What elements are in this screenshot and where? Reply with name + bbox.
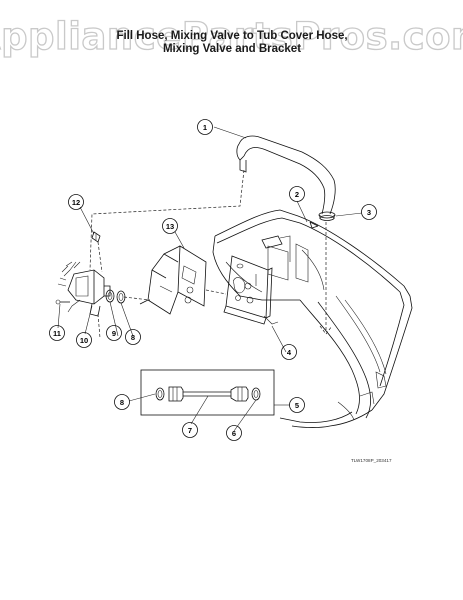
callout-13: 13 [162, 218, 178, 234]
callout-7-label: 7 [188, 426, 192, 435]
diagram-title-line-2: Mixing Valve and Bracket [163, 43, 301, 55]
diagram-title-line-1: Fill Hose, Mixing Valve to Tub Cover Hos… [116, 30, 347, 42]
grommet-drawing [318, 211, 336, 221]
callout-8-kit: 8 [114, 394, 130, 410]
callout-11: 11 [49, 325, 65, 341]
callout-8-valve: 8 [125, 329, 141, 345]
fill-hose-kit-box [140, 369, 275, 416]
callout-1: 1 [197, 119, 213, 135]
callout-5-label: 5 [295, 401, 299, 410]
callout-8-kit-label: 8 [120, 398, 124, 407]
callout-4: 4 [281, 344, 297, 360]
diagram-code: TLW1708P_203417 [351, 458, 392, 463]
tub-fill-hose-drawing [236, 135, 336, 215]
callout-3-label: 3 [367, 208, 371, 217]
valve-washers-drawing [105, 289, 126, 304]
callout-4-label: 4 [287, 348, 292, 357]
callout-1-label: 1 [203, 123, 207, 132]
mixing-valve-drawing [57, 261, 111, 317]
mixing-valve-bracket-drawing [139, 245, 207, 315]
callout-6: 6 [226, 425, 242, 441]
watermark: AppliancePartsPros.com [0, 15, 463, 58]
callout-9: 9 [106, 325, 122, 341]
callout-5: 5 [289, 397, 305, 413]
callout-2: 2 [289, 186, 305, 202]
callout-10-label: 10 [80, 336, 88, 345]
callout-6-label: 6 [232, 429, 236, 438]
callout-9-label: 9 [112, 329, 116, 338]
screw-12-drawing [91, 231, 101, 243]
leader-lines [57, 126, 363, 432]
callout-3: 3 [361, 204, 377, 220]
screw-2-drawing [309, 221, 319, 229]
callout-11-label: 11 [53, 329, 61, 338]
valve-bracket-drawing [223, 255, 279, 325]
assembly-lines [89, 169, 333, 339]
callout-8-valve-label: 8 [131, 333, 135, 342]
screw-11-drawing [55, 299, 70, 305]
callout-12-label: 12 [72, 198, 80, 207]
callout-12: 12 [68, 194, 84, 210]
callout-7: 7 [182, 422, 198, 438]
tub-cover-drawing [212, 209, 413, 428]
callout-10: 10 [76, 332, 92, 348]
callout-2-label: 2 [295, 190, 299, 199]
callout-13-label: 13 [166, 222, 174, 231]
